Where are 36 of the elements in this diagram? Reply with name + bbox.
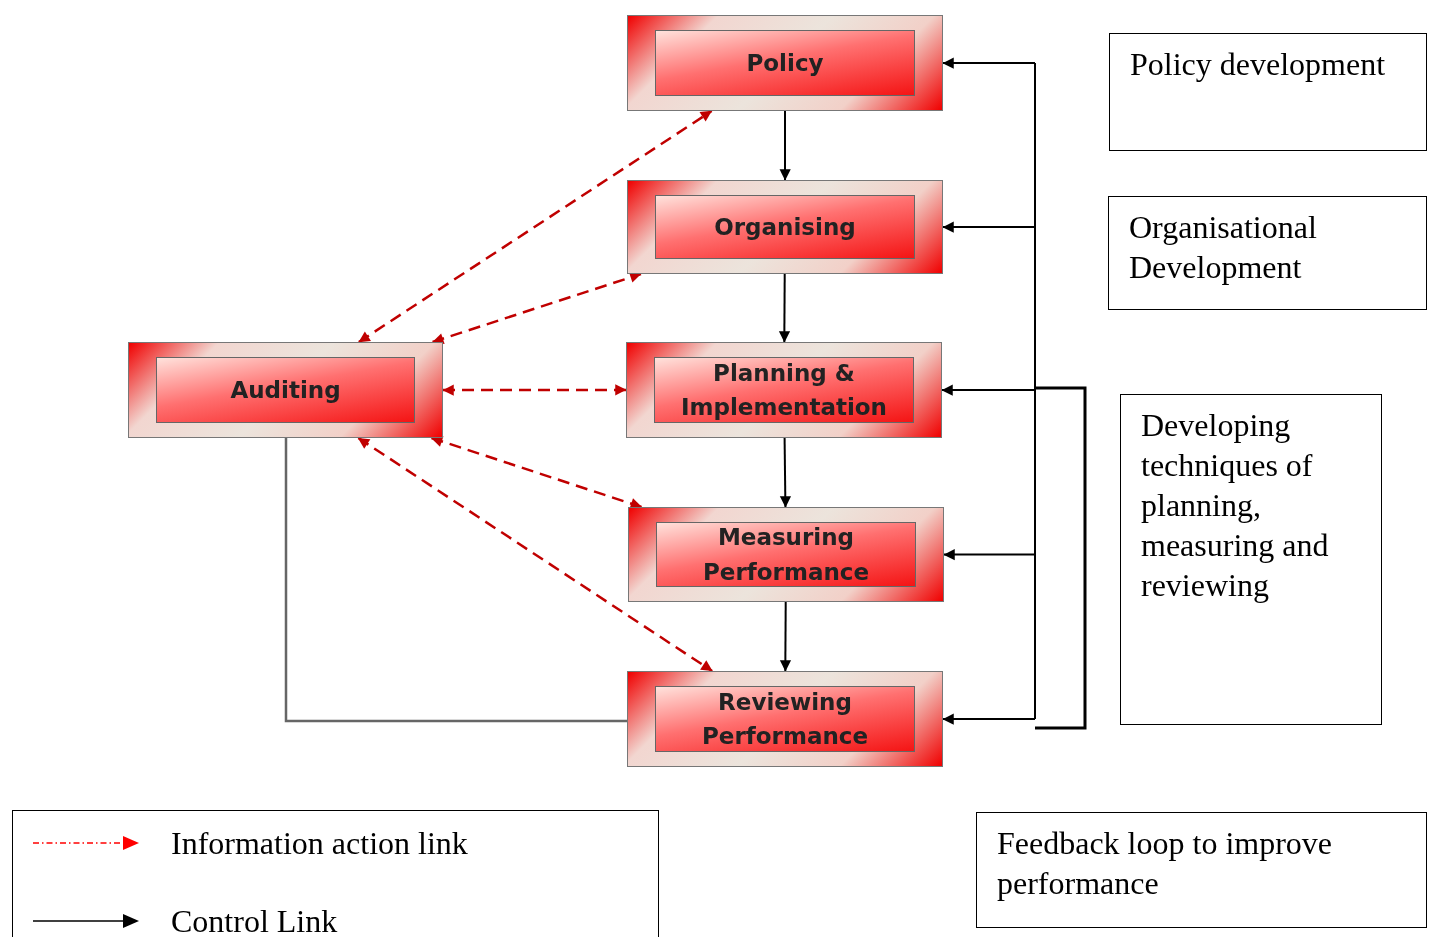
arrow <box>941 384 1036 396</box>
process-label-box: Measuring Performance <box>655 521 917 588</box>
feedback-trunk-line <box>1034 62 1036 720</box>
note-text: Developing techniques of planning, measuring and reviewing <box>1141 407 1329 603</box>
note-box <box>1120 394 1382 725</box>
process-label-box: Planning & Implementation <box>653 357 915 423</box>
note-box <box>1108 196 1427 310</box>
arrow <box>442 384 627 396</box>
note-box <box>976 812 1427 928</box>
process-box <box>627 671 943 767</box>
arrow <box>357 436 713 673</box>
arrow <box>779 601 792 672</box>
process-label-box: Reviewing Performance <box>654 686 916 752</box>
note-text: Policy development <box>1130 46 1386 82</box>
process-label-box: Auditing <box>155 357 416 423</box>
arrow <box>779 110 791 181</box>
arrow <box>431 436 642 509</box>
note-text: Organisational Development <box>1129 209 1317 285</box>
process-box <box>627 15 943 111</box>
process-box <box>627 180 943 274</box>
arrow <box>942 221 1036 233</box>
legend-text: Information action link <box>171 824 468 863</box>
arrow <box>778 273 791 343</box>
arrow <box>779 437 792 508</box>
process-box <box>628 507 944 602</box>
process-box <box>626 342 942 438</box>
process-box <box>128 342 443 438</box>
process-label-box: Organising <box>654 194 916 260</box>
process-label-box: Policy <box>654 30 916 96</box>
arrow <box>942 57 1036 69</box>
arrow <box>942 713 1036 725</box>
arrow <box>358 109 713 344</box>
arrow <box>943 549 1036 561</box>
note-text: Feedback loop to improve performance <box>997 825 1333 901</box>
legend-text: Control Link <box>171 902 338 937</box>
note-box <box>1109 33 1427 151</box>
